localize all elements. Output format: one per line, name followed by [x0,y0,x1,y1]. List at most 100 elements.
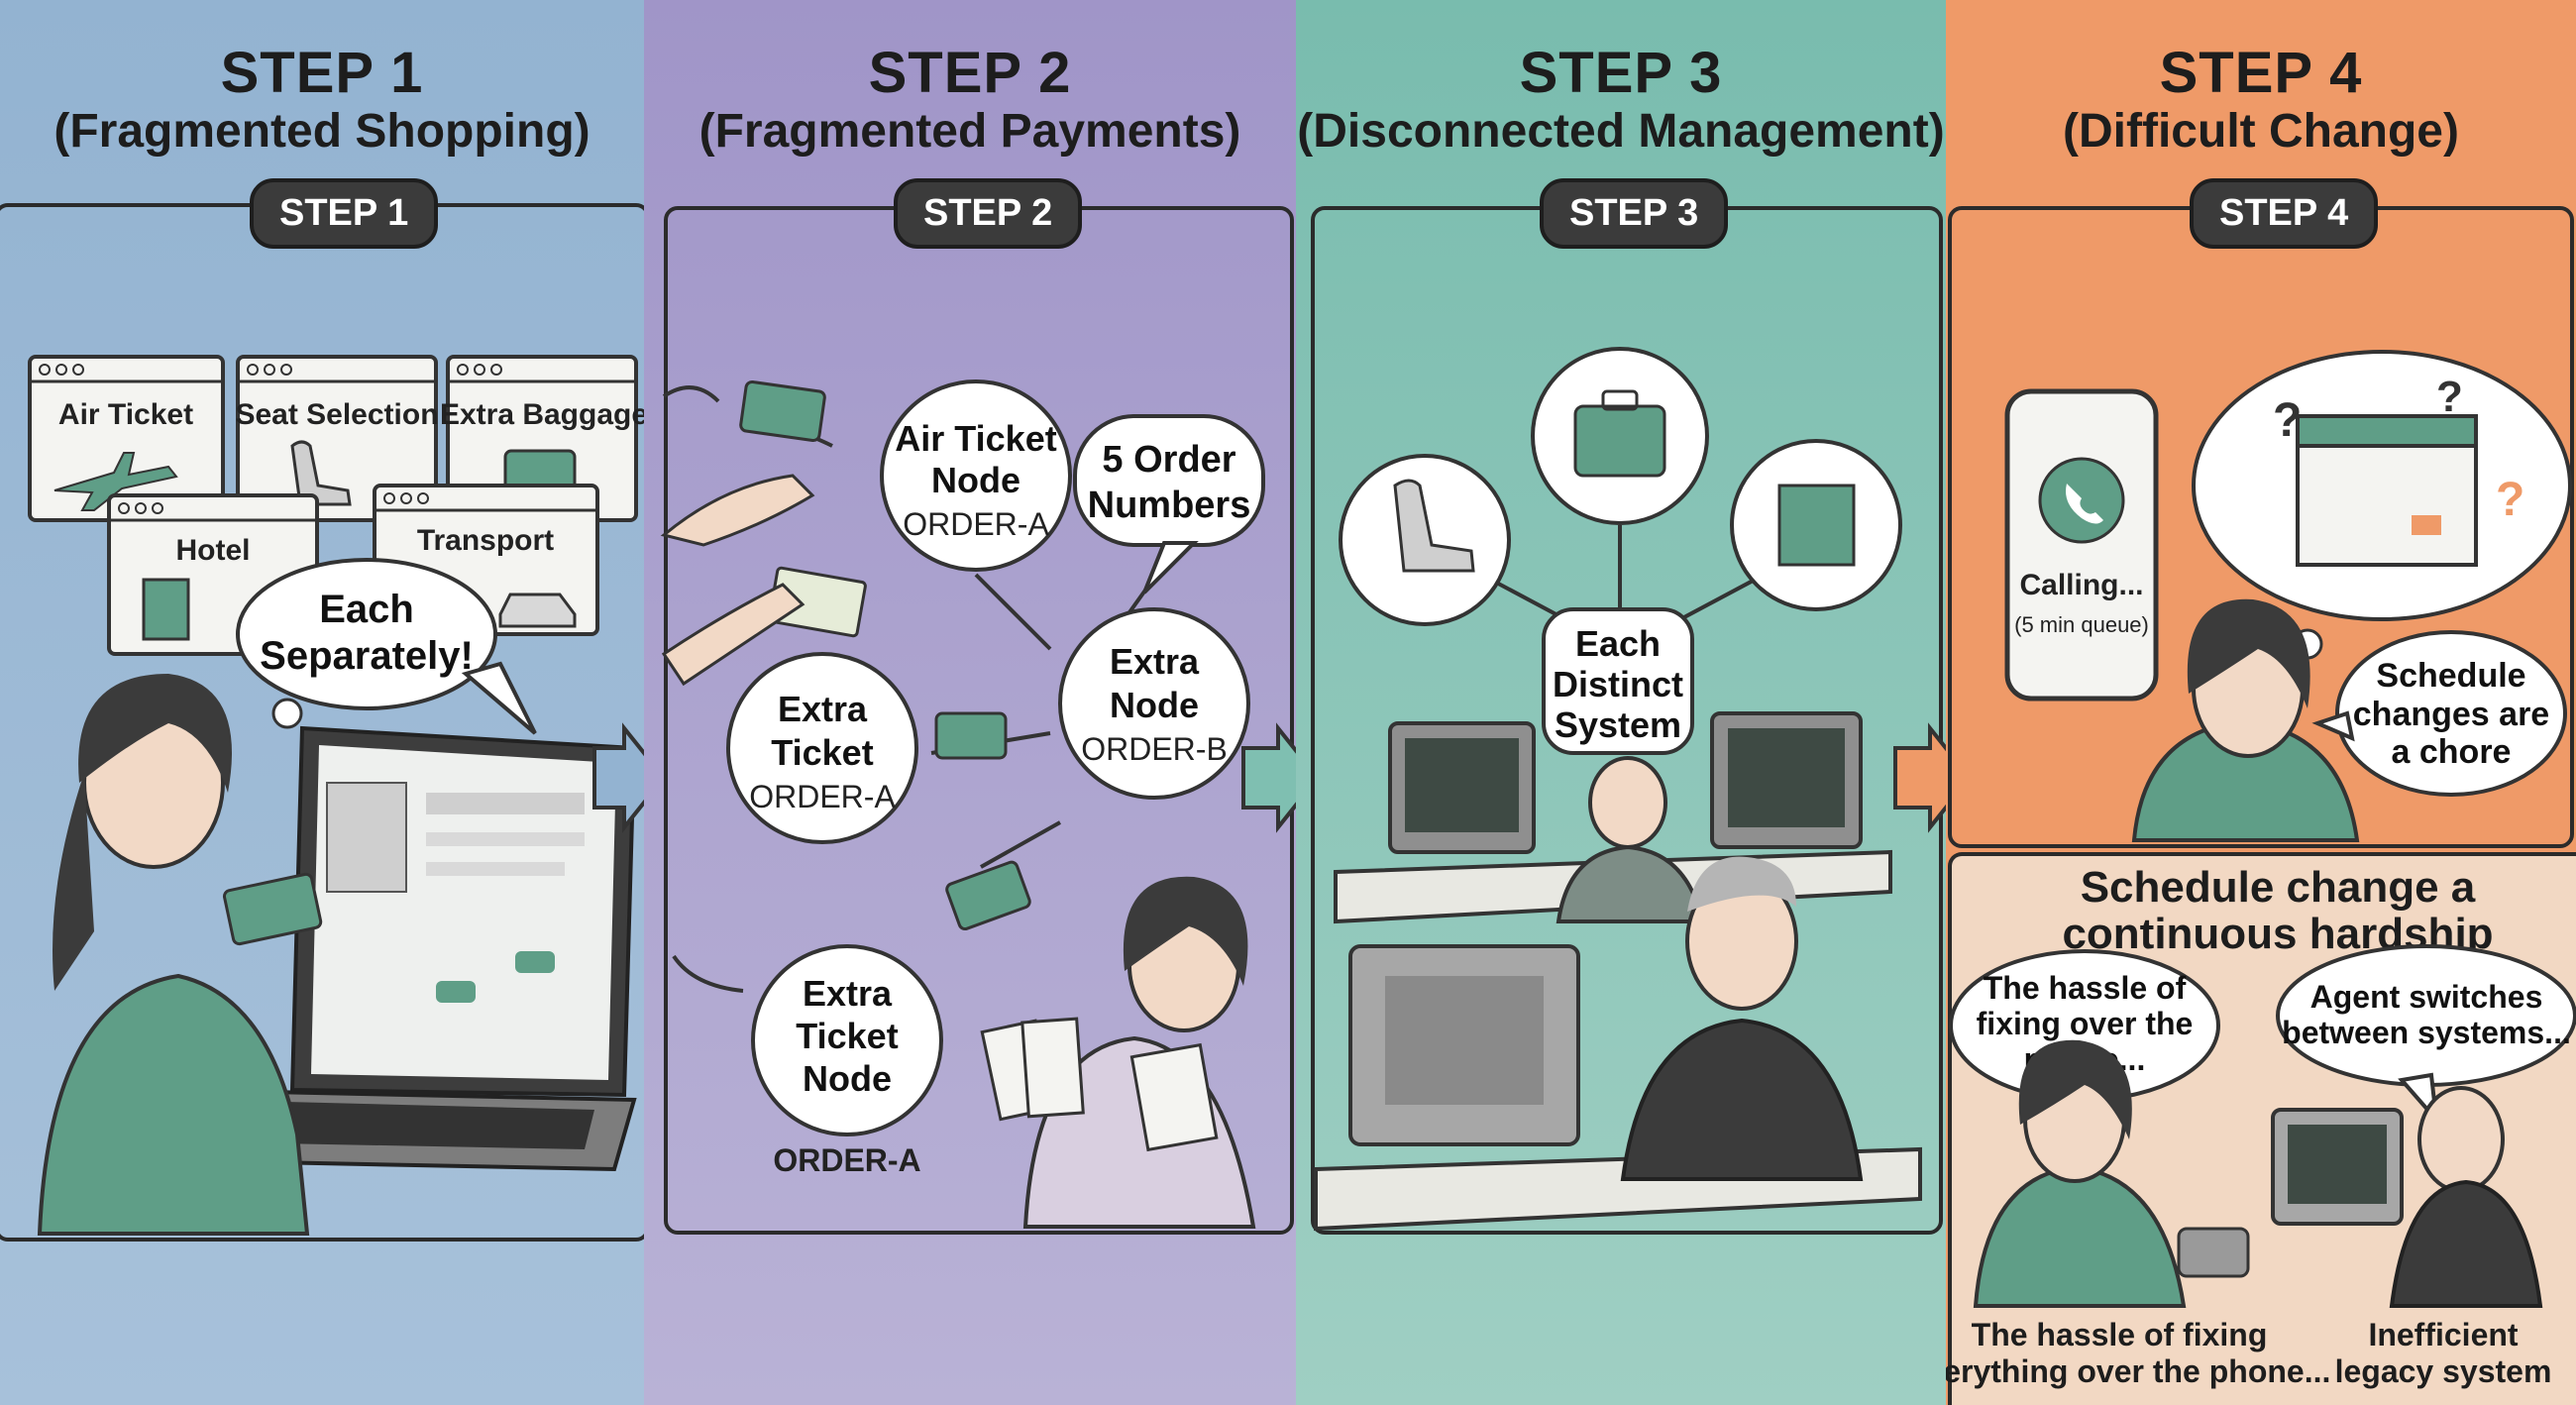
speech-bubble-each-separately: Each Separately! [236,558,537,735]
node-extra-ticket-line-1: Extra [778,689,868,729]
node-extra-line-2: Node [1110,685,1199,725]
seat-icon [1393,479,1475,573]
question-mark-icon: ? [2496,474,2524,526]
step-1-illustration: Air Ticket Seat Selection Extra Baggage [28,355,644,1236]
node-extra-ticket: Extra Ticket ORDER-A [726,652,918,844]
step-3-heading: STEP 3 [1519,41,1723,105]
window-hotel-label: Hotel [176,534,251,567]
step-4-heading: STEP 4 [2159,41,2363,105]
speech-schedule-line-3: a chore [2392,733,2512,771]
node-extra-ticket-node-line-1: Extra [803,973,893,1014]
arrow-to-step-3 [1241,722,1296,833]
system-label-line-2: Distinct [1553,664,1683,704]
window-transport-label: Transport [417,524,554,557]
arrow-to-step-4 [1893,722,1946,833]
node-extra-order: ORDER-B [1081,731,1228,767]
receipt-icon [1020,1017,1085,1119]
speech-bubble-schedule-chore: Schedule changes are a chore [2311,630,2567,797]
hotel-building-icon [1777,484,1856,567]
calling-status: Calling... [2019,569,2143,601]
airplane-icon [54,452,178,511]
step-2-column: STEP 2 (Fragmented Payments) STEP 2 [644,0,1296,1405]
laptop [114,725,637,1172]
car-icon [498,593,577,628]
step-3-illustration: Each Distinct System [1314,347,1946,1232]
hand-icon [661,583,805,687]
calling-queue: (5 min queue) [2014,612,2149,637]
speech-line-1: Each [319,588,414,631]
step-2-pill: STEP 2 [894,178,1083,249]
receipt-icon [1129,1042,1219,1152]
seat-icon [290,440,352,506]
node-air-ticket: Air Ticket Node ORDER-A [880,379,1072,572]
node-extra-ticket-line-2: Ticket [771,732,873,773]
window-seat-selection: Seat Selection [235,355,439,522]
bubble-right-line-1: Agent switches [2310,979,2543,1015]
credit-card-icon [222,872,323,946]
baggage-system-node [1531,347,1709,525]
crt-monitor [1388,721,1536,854]
suitcase-icon [1573,404,1666,478]
step-1-column: STEP 1 (Fragmented Shopping) STEP 1 Air … [0,0,650,1405]
step-1-subtitle: (Fragmented Shopping) [54,105,590,158]
step-3-column: STEP 3 (Disconnected Management) STEP 3 [1296,0,1946,1405]
woman-with-landline [1973,1039,2250,1308]
window-extra-baggage-label: Extra Baggage [440,398,644,431]
agent-at-legacy-terminal [2271,1086,2543,1308]
phone-calling: Calling... (5 min queue) [2004,388,2159,702]
bubble-right-line-2: between systems... [2282,1015,2571,1050]
hand-icon [660,474,815,547]
question-mark-icon: ? [2273,394,2302,447]
node-extra-line-1: Extra [1110,641,1200,682]
speech-order-line-2: Numbers [1088,485,1251,526]
node-air-ticket-order: ORDER-A [903,506,1049,542]
speech-line-2: Separately! [260,634,474,678]
crt-monitor [1348,944,1580,1146]
step-4-column: STEP 4 (Difficult Change) STEP 4 Calling… [1946,0,2576,1405]
crt-monitor [1710,711,1863,849]
seat-system-node [1339,454,1511,626]
node-extra-ticket-order: ORDER-A [749,779,896,814]
node-air-ticket-line-2: Node [931,460,1020,500]
step-4-pill: STEP 4 [2190,178,2379,249]
speech-schedule-line-2: changes are [2353,696,2549,733]
speech-schedule-line-1: Schedule [2376,657,2525,695]
frustrated-woman [37,674,323,1236]
step-3-pill: STEP 3 [1540,178,1729,249]
step-1-pill: STEP 1 [250,178,439,249]
hotel-system-node [1730,439,1902,611]
step-2-heading: STEP 2 [868,41,1072,105]
node-extra-ticket-node: Extra Ticket Node [751,944,943,1136]
speech-order-line-1: 5 Order [1102,439,1235,481]
bubble-agent-switches: Agent switches between systems... [2276,944,2576,1127]
lower-title-line-1: Schedule change a [2081,863,2476,912]
phone-call-icon [2038,457,2125,544]
question-mark-icon: ? [2436,373,2463,421]
step-4-illustration: Calling... (5 min queue) ? ? ? Schedule [1946,350,2576,1389]
credit-card-icon [945,860,1031,931]
credit-card-icon [739,379,826,443]
bubble-left-line-1: The hassle of [1984,970,2187,1006]
step-1-heading: STEP 1 [220,41,424,105]
caption-right-line-2: legacy system [2335,1353,2552,1389]
office-worker [1556,756,1705,923]
node-air-ticket-line-1: Air Ticket [895,418,1056,459]
bubble-left-line-2: fixing over the [1977,1006,2194,1041]
node-extra: Extra Node ORDER-B [1058,607,1250,800]
hotel-building-icon [142,578,190,641]
window-air-ticket-label: Air Ticket [58,398,193,431]
step-2-illustration: Air Ticket Node ORDER-A Extra Ticket ORD… [660,379,1296,1229]
arrow-to-step-2 [592,722,644,833]
node-extra-ticket-node-order: ORDER-A [773,1142,920,1178]
system-label-bubble: Each Distinct System [1542,607,1694,755]
caption-right-line-1: Inefficient [2368,1317,2518,1352]
step-2-subtitle: (Fragmented Payments) [698,105,1241,158]
speech-bubble-order-numbers: 5 Order Numbers [1073,414,1265,594]
system-label-line-3: System [1555,704,1681,745]
credit-card-icon [934,711,1008,760]
step-3-subtitle: (Disconnected Management) [1297,105,1945,158]
bubble-fixing-over-phone: The hassle of fixing over the phone... [1949,949,2220,1131]
node-extra-ticket-node-line-3: Node [803,1058,892,1099]
thought-bubble-calendar: ? ? ? [2192,350,2572,686]
